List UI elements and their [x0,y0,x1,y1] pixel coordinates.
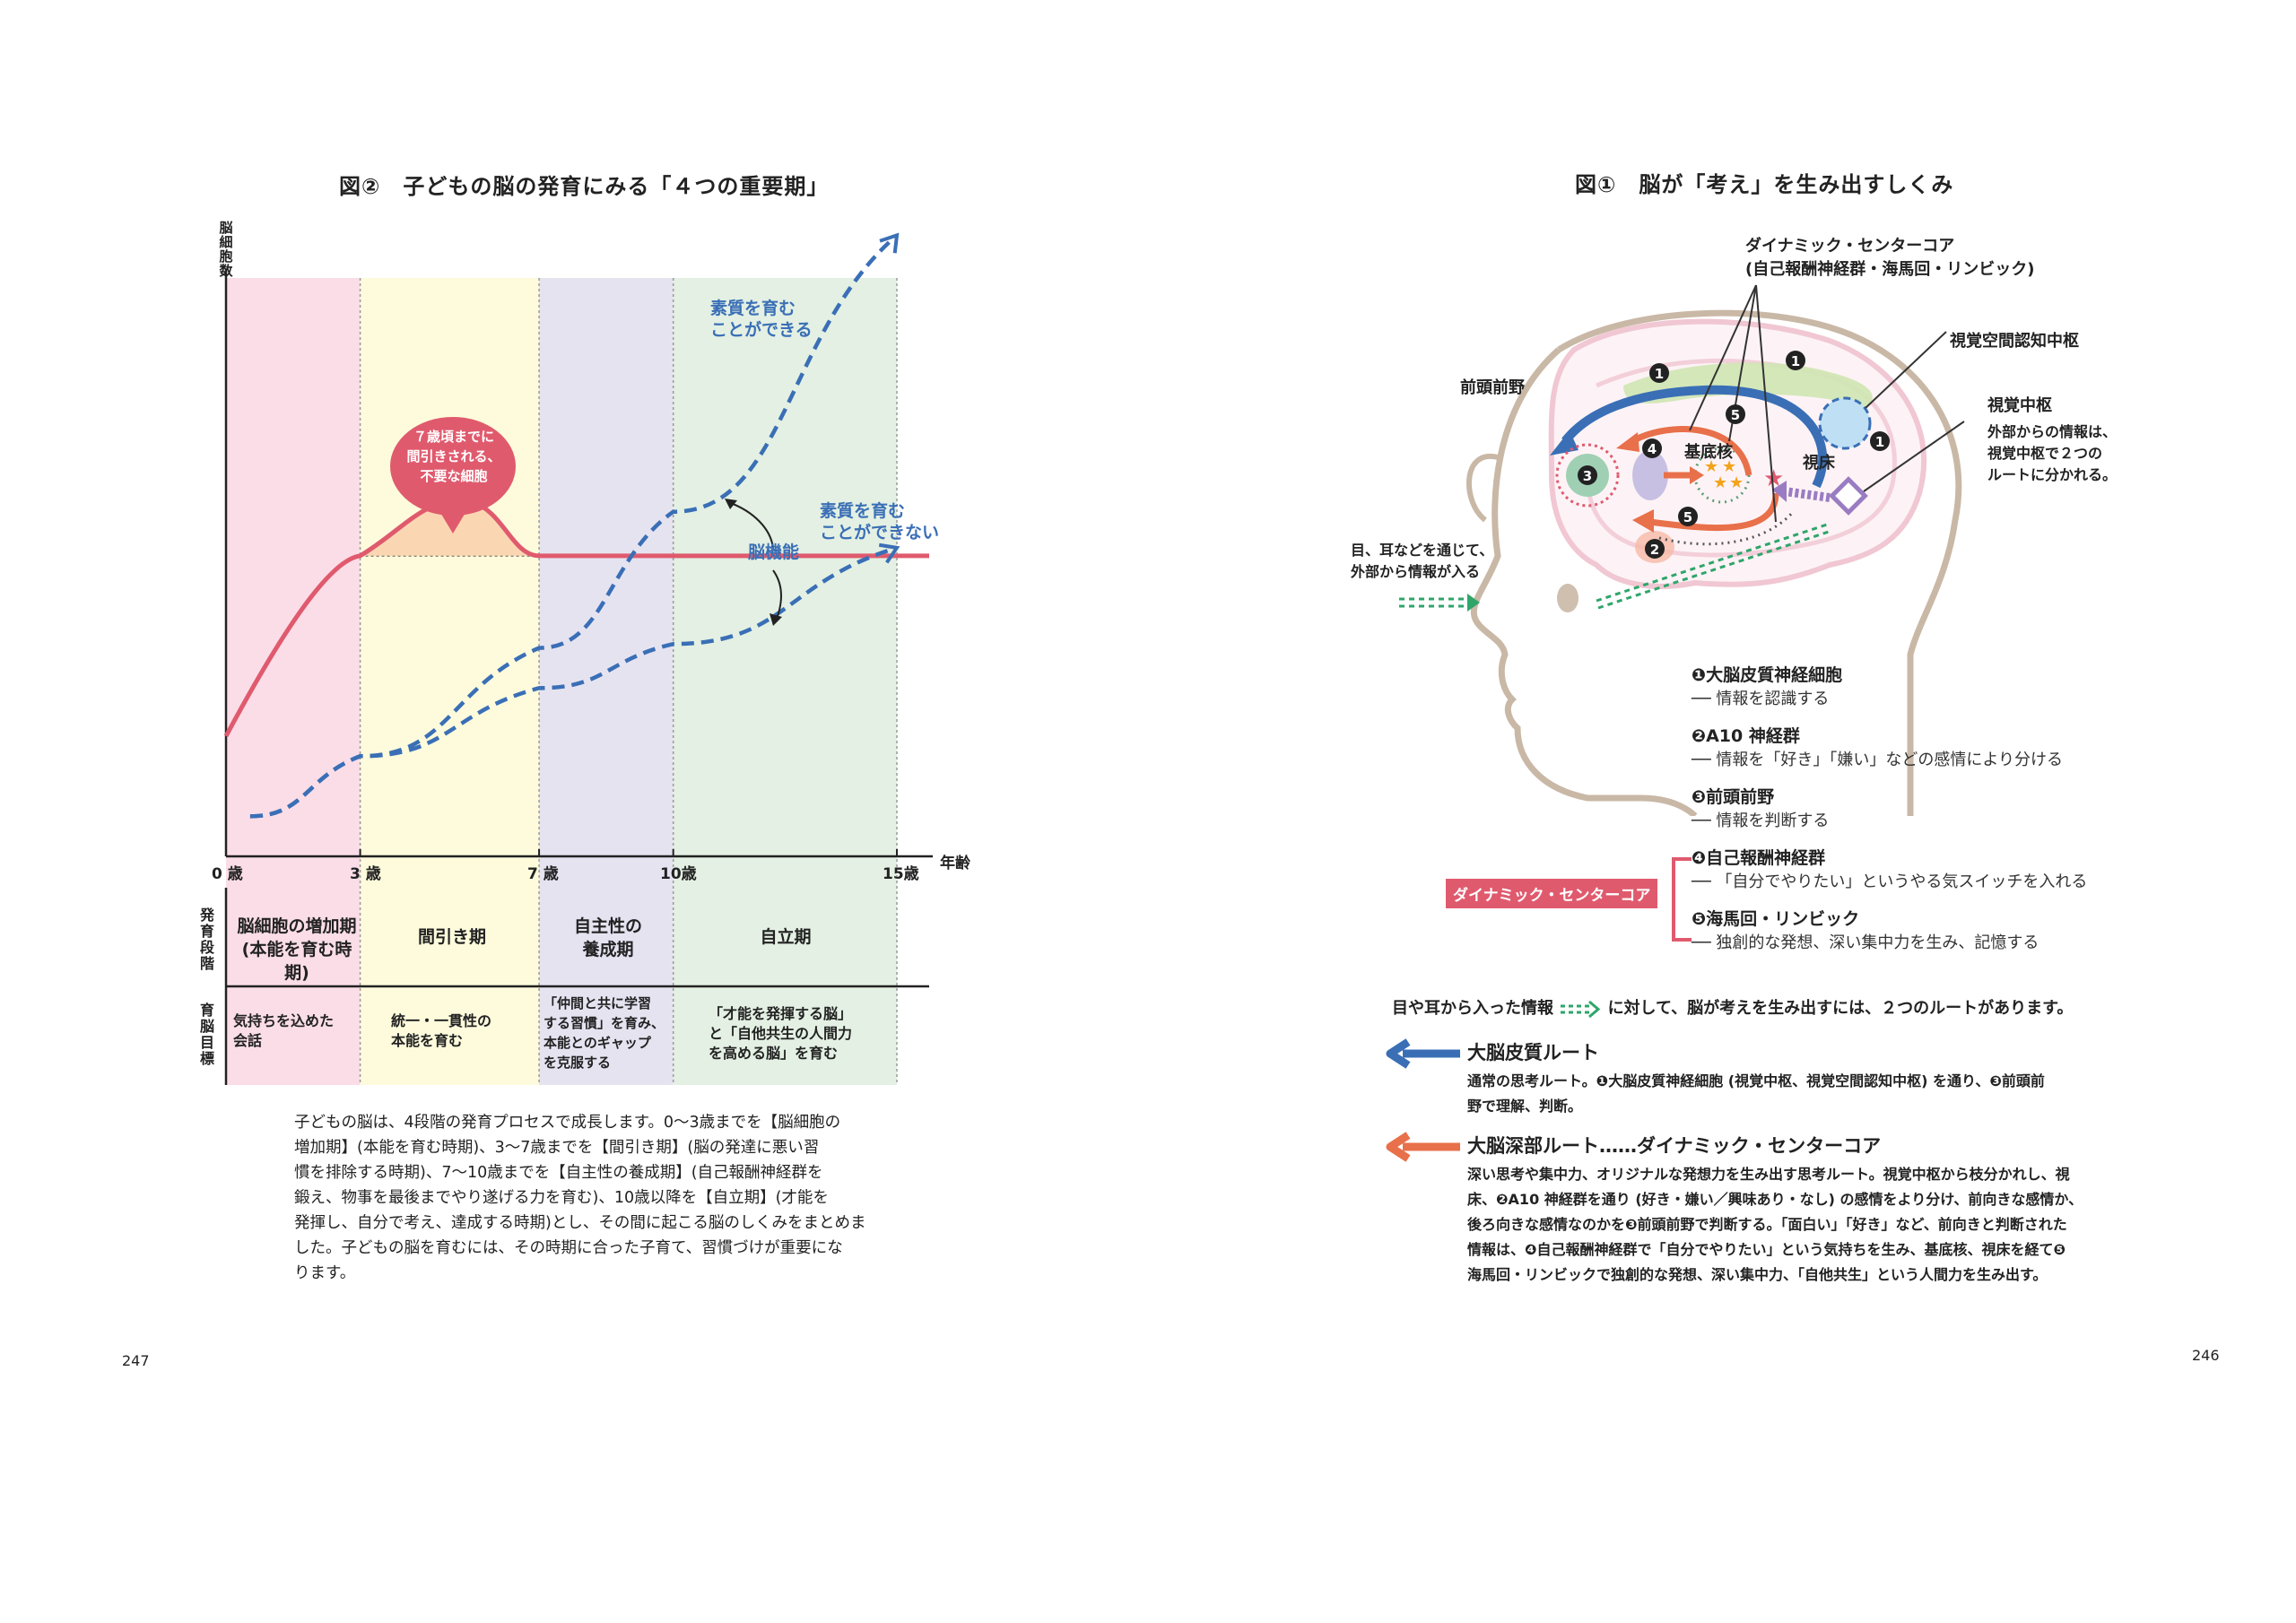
head-silhouette [1557,309,1962,816]
stage-4-goal: 「才能を発揮する脳」 と「自他共生の人間力 を高める脳」を育む [709,1005,853,1062]
stage-4-name: 自立期 [760,927,812,947]
right-figure-title: 図① 脳が「考え」を生み出すしくみ [1575,172,1954,197]
badge-num-1c: 1 [1875,434,1884,450]
label-visual-spatial: 視覚空間認知中枢 [1950,332,2079,351]
function-arrowhead-down [770,613,782,626]
note-can-nurture: 素質を育む ことができる [710,299,813,340]
series-arrowhead-1 [878,542,900,564]
deep-route-arrow-upper [1631,426,1752,476]
tick-15: 15歳 [883,865,919,883]
left-caption: 子どもの脳は、4段階の発育プロセスで成長します。0〜3歳までを【脳細胞の 増加期… [294,1114,866,1282]
label-visual-desc: 外部からの情報は、 視覚中枢で２つの ルートに分かれる。 [1987,423,2118,483]
function-arrowhead-up [725,499,737,509]
stage-1-goal: 気持ちを込めた 会話 [233,1012,335,1049]
label-visual-center: 視覚中枢 [1987,396,2052,415]
badge-num-5b: 5 [1683,509,1692,525]
badge-num-5a: 5 [1731,407,1740,423]
tick-3: 3 歳 [350,865,381,883]
legend-item-5: ❺海馬回・リンビック ── 独創的な発想、深い集中力を生み、記憶する [1692,909,2039,952]
badge-num-4: 4 [1648,441,1657,457]
brain-diagram: ★ ★ ★ ★ ★ 1 1 [1399,284,1965,816]
eye [1557,584,1578,612]
route2-desc: 深い思考や集中力、オリジナルな発想力を生み出す思考ルート。視覚中枢から枝分かれし… [1467,1166,2083,1283]
left-page-number: 247 [122,1352,150,1369]
row-label-stages: 発育段階 [199,907,214,972]
function-arrow-up [727,501,774,550]
stage-3-goal: 「仲間と共に学習 する習慣」を育み、 本能とのギャップ を克服する [544,995,665,1071]
badge-num-3: 3 [1583,468,1592,484]
callout-bubble [390,417,516,516]
badge-num-1a: 1 [1655,366,1664,382]
badge-num-1b: 1 [1791,353,1800,369]
y-axis-label: 脳細胞数 [219,220,233,279]
legend-item-2: ❷A10 神経群 ── 情報を「好き」「嫌い」などの感情により分ける [1692,726,2064,769]
legend-item-3: ❸前頭前野 ── 情報を判断する [1692,787,1830,830]
tick-10: 10歳 [660,865,697,883]
callout-pruned-cells: ７歳頃までに 間引きされる、 不要な細胞 [406,429,501,484]
label-input: 目、耳などを通じて、 外部から情報が入る [1351,542,1494,580]
visual-center-icon [1829,476,1868,516]
stage-2-name: 間引き期 [417,927,486,947]
pruned-cells-hump [360,500,540,556]
route1-title: 大脳皮質ルート [1467,1042,1599,1063]
series-arrowhead-0 [879,232,900,254]
dyn-core-bracket [1672,857,1692,942]
label-basal-ganglia: 基底核 [1684,443,1733,462]
svg-text:★: ★ [1713,473,1727,492]
chart-band-0 [226,278,361,1085]
input-arrow-icon [1561,1000,1601,1019]
svg-text:★: ★ [1729,473,1744,492]
note-cannot-nurture: 素質を育む ことができない [820,501,940,542]
legend-list: ❶大脳皮質神経細胞 ── 情報を認識する ❷A10 神経群 ── 情報を「好き」… [1692,662,2194,967]
dyn-core-label: ダイナミック・センターコア (自己報酬神経群・海馬回・リンビック) [1745,237,2035,279]
legend-item-1: ❶大脳皮質神経細胞 ── 情報を認識する [1692,665,1843,708]
tick-0: 0 歳 [212,865,243,883]
legend-item-4: ❹自己報酬神経群 ── 「自分でやりたい」というやる気スイッチを入れる [1692,848,2088,891]
label-prefrontal: 前頭前野 [1460,378,1525,397]
right-page-number: 246 [2192,1347,2220,1364]
cortex-route-arrow [1561,385,1828,489]
deep-route-icon [1386,1132,1460,1162]
left-figure-title: 図② 子どもの脳の発育にみる「４つの重要期」 [339,174,830,199]
series-cell-count-line [223,498,929,738]
label-thalamus: 視床 [1803,454,1835,473]
chart-band-2 [539,278,674,1085]
routes-intro: 目や耳から入った情報 に対して、脳が考えを生み出すには、２つのルートがあります。 [1392,999,2074,1019]
row-label-goals: 育脳目標 [199,1002,214,1067]
route2-title: 大脳深部ルート……ダイナミック・センターコア [1467,1135,1882,1157]
svg-text:★: ★ [1722,457,1736,476]
stage-1-name: 脳細胞の増加期 (本能を育む時期) [237,916,357,983]
badge-num-2: 2 [1650,542,1659,558]
chart-band-1 [360,278,540,1085]
svg-text:★: ★ [1704,457,1718,476]
cortex-route-icon [1386,1038,1460,1069]
tick-7: 7 歳 [527,865,559,883]
deep-route-arrow-lower [1649,492,1779,532]
brain-growth-chart [223,232,933,1085]
chart-band-3 [673,278,897,1085]
function-arrow-down [772,569,782,620]
stage-2-goal: 統一・一貫性の 本能を育む [391,1012,492,1049]
callout-pointer [439,511,466,534]
stage-3-name: 自主性の 養成期 [573,916,642,959]
dyn-core-badge: ダイナミック・センターコア [1446,879,1658,908]
route1-desc: 通常の思考ルート。❶大脳皮質神経細胞 (視覚中枢、視覚空間認知中枢) を通り、❸… [1467,1072,2045,1115]
x-axis-label: 年齢 [940,855,970,872]
note-brain-function: 脳機能 [748,542,800,562]
